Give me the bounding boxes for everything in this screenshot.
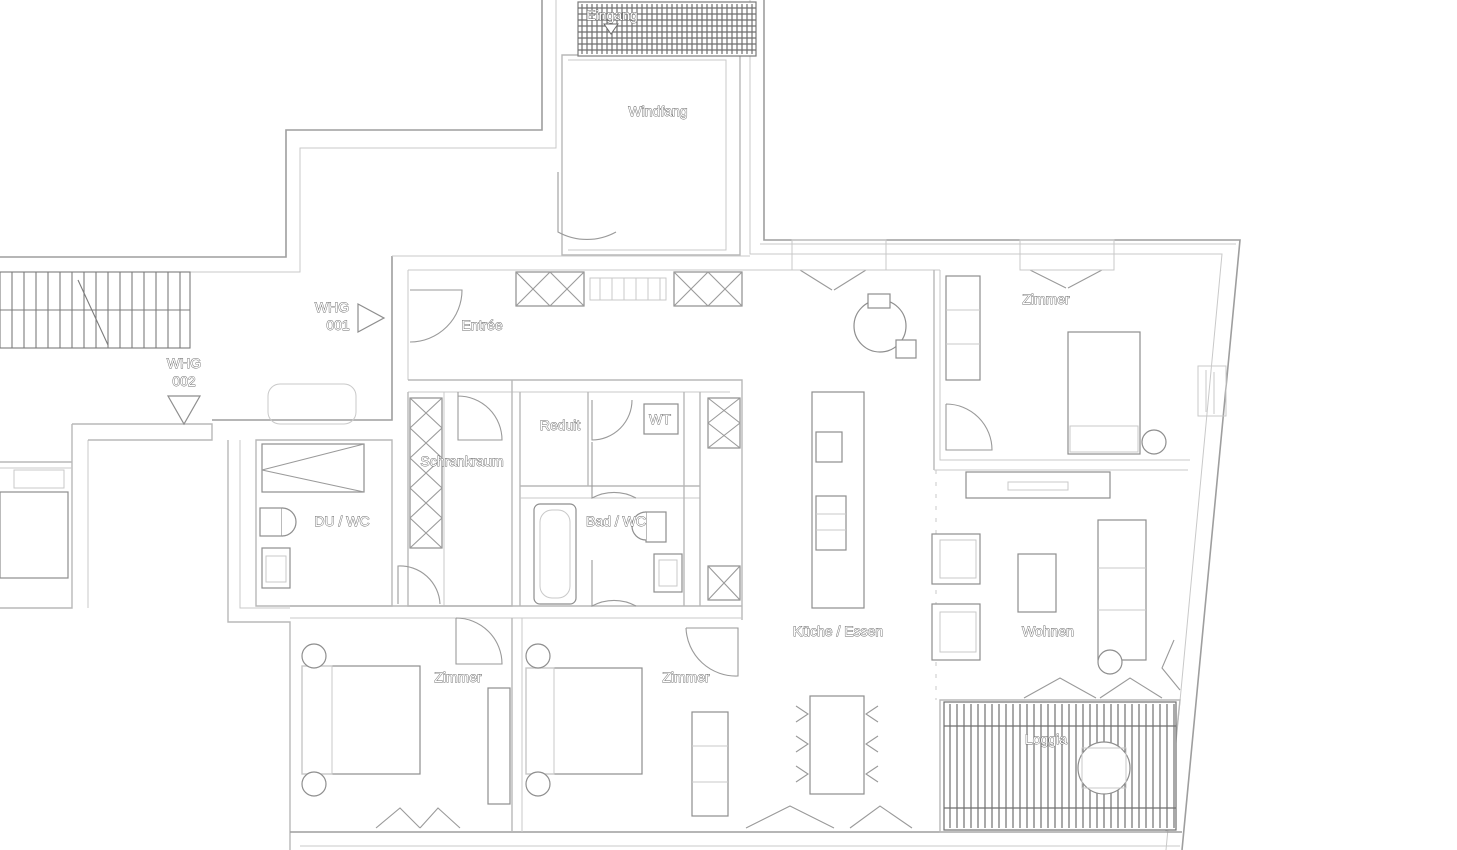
storage-cabinets: [409, 271, 743, 601]
label-windfang: Windfang: [628, 103, 687, 119]
loggia-deck: [943, 701, 1177, 831]
label-apartment-002-number: 002: [172, 373, 196, 389]
label-wohnen: Wohnen: [1022, 623, 1074, 639]
label-schrankraum: Schrankraum: [420, 453, 503, 469]
entrance-arrow-icon: [603, 23, 619, 35]
label-zimmer-south: Zimmer: [662, 669, 710, 685]
interior-walls: [255, 270, 1190, 833]
label-apartment-002-name: WHG: [167, 355, 201, 371]
label-zimmer-southwest: Zimmer: [434, 669, 482, 685]
label-loggia: Loggia: [1025, 731, 1067, 747]
furniture: [0, 275, 1167, 817]
window-frames: [791, 239, 1227, 417]
label-du-wc: DU / WC: [314, 513, 369, 529]
label-entrance: Eingang: [586, 7, 637, 23]
label-wt: WT: [649, 411, 671, 427]
label-bad-wc: Bad / WC: [586, 513, 646, 529]
doors: [375, 172, 1181, 829]
label-kueche-essen: Küche / Essen: [793, 623, 883, 639]
label-zimmer-northeast: Zimmer: [1022, 291, 1070, 307]
label-entree: Entrée: [461, 317, 502, 333]
room-labels: Eingang Windfang Entrée WHG 001 WHG 002 …: [166, 7, 1074, 748]
label-apartment-001-number: 001: [326, 317, 350, 333]
stairs: [0, 271, 191, 349]
label-reduit: Reduit: [540, 417, 581, 433]
label-apartment-001-name: WHG: [315, 299, 349, 315]
